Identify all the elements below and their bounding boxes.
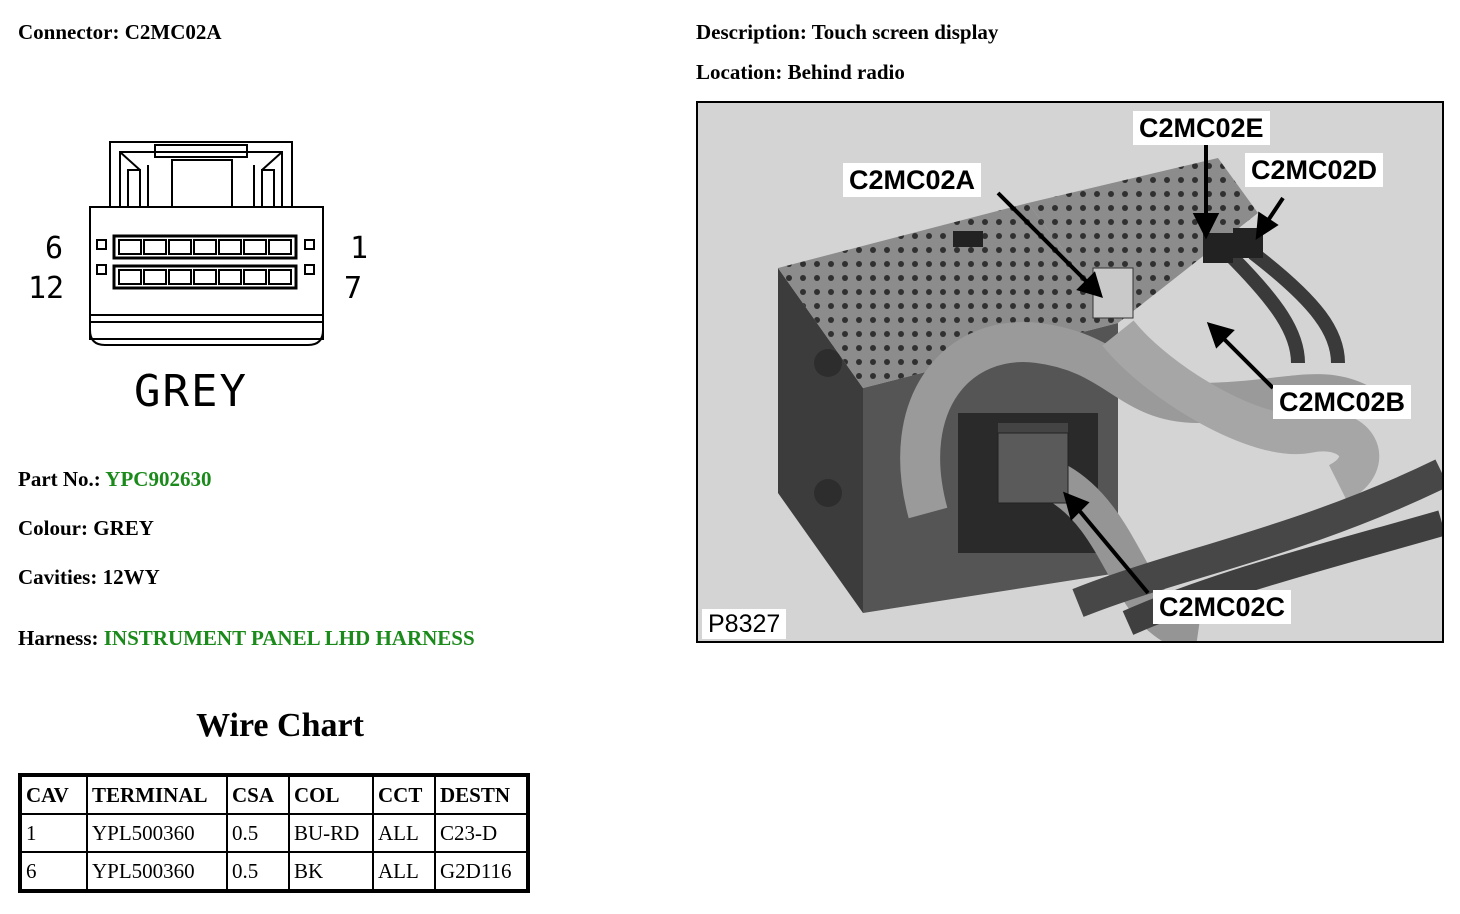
callout-c2mc02c: C2MC02C <box>1153 590 1292 624</box>
pin-7-label: 7 <box>344 271 362 306</box>
harness-label: Harness: <box>18 626 99 650</box>
pin-6-label: 6 <box>45 231 63 266</box>
header-cav: CAV <box>19 774 88 815</box>
header-col: COL <box>288 774 374 815</box>
cell-terminal: YPL500360 <box>86 851 228 892</box>
callout-c2mc02e: C2MC02E <box>1133 111 1270 145</box>
colour-value: GREY <box>93 516 154 540</box>
location-photo: C2MC02E C2MC02A C2MC02D C2MC02B C2MC02C … <box>696 101 1444 643</box>
description-line: Description: Touch screen display <box>696 20 998 45</box>
header-terminal: TERMINAL <box>86 774 228 815</box>
part-number-label: Part No.: <box>18 467 101 491</box>
location-label: Location: <box>696 60 783 84</box>
colour-label: Colour: <box>18 516 88 540</box>
diagram-colour-text: GREY <box>134 366 248 417</box>
pin-12-label: 12 <box>28 271 64 306</box>
header-cct: CCT <box>372 774 436 815</box>
header-destn: DESTN <box>434 774 529 815</box>
cell-cct: ALL <box>372 813 436 853</box>
table-header-row: CAV TERMINAL CSA COL CCT DESTN <box>19 774 529 815</box>
callout-c2mc02b: C2MC02B <box>1273 385 1412 419</box>
cell-cav: 6 <box>19 851 88 892</box>
harness-line: Harness: INSTRUMENT PANEL LHD HARNESS <box>18 626 475 651</box>
cell-cct: ALL <box>372 851 436 892</box>
cell-cav: 1 <box>19 813 88 853</box>
wire-chart-table: CAV TERMINAL CSA COL CCT DESTN 1 YPL5003… <box>18 773 530 893</box>
connector-value: C2MC02A <box>124 20 222 44</box>
part-number-line: Part No.: YPC902630 <box>18 467 211 492</box>
photo-id-label: P8327 <box>702 609 787 639</box>
colour-line: Colour: GREY <box>18 516 154 541</box>
location-value: Behind radio <box>787 60 905 84</box>
callout-c2mc02a: C2MC02A <box>843 163 982 197</box>
callout-c2mc02d: C2MC02D <box>1245 153 1384 187</box>
wire-chart-title: Wire Chart <box>196 707 364 744</box>
cell-csa: 0.5 <box>226 813 290 853</box>
table-row: 6 YPL500360 0.5 BK ALL G2D116 <box>19 851 529 892</box>
harness-link[interactable]: INSTRUMENT PANEL LHD HARNESS <box>103 626 475 650</box>
cell-destn: G2D116 <box>434 851 529 892</box>
connector-line: Connector: C2MC02A <box>18 20 222 45</box>
cavities-label: Cavities: <box>18 565 98 589</box>
cell-terminal: YPL500360 <box>86 813 228 853</box>
cell-col: BU-RD <box>288 813 374 853</box>
description-label: Description: <box>696 20 807 44</box>
description-value: Touch screen display <box>811 20 999 44</box>
header-csa: CSA <box>226 774 290 815</box>
table-row: 1 YPL500360 0.5 BU-RD ALL C23-D <box>19 813 529 853</box>
pin-1-label: 1 <box>350 231 368 266</box>
cavities-line: Cavities: 12WY <box>18 565 160 590</box>
connector-label: Connector: <box>18 20 120 44</box>
cell-destn: C23-D <box>434 813 529 853</box>
cell-csa: 0.5 <box>226 851 290 892</box>
part-number-link[interactable]: YPC902630 <box>105 467 212 491</box>
connector-face-diagram: 6 12 1 7 GREY <box>28 141 368 417</box>
cell-col: BK <box>288 851 374 892</box>
cavities-value: 12WY <box>102 565 160 589</box>
location-line: Location: Behind radio <box>696 60 905 85</box>
